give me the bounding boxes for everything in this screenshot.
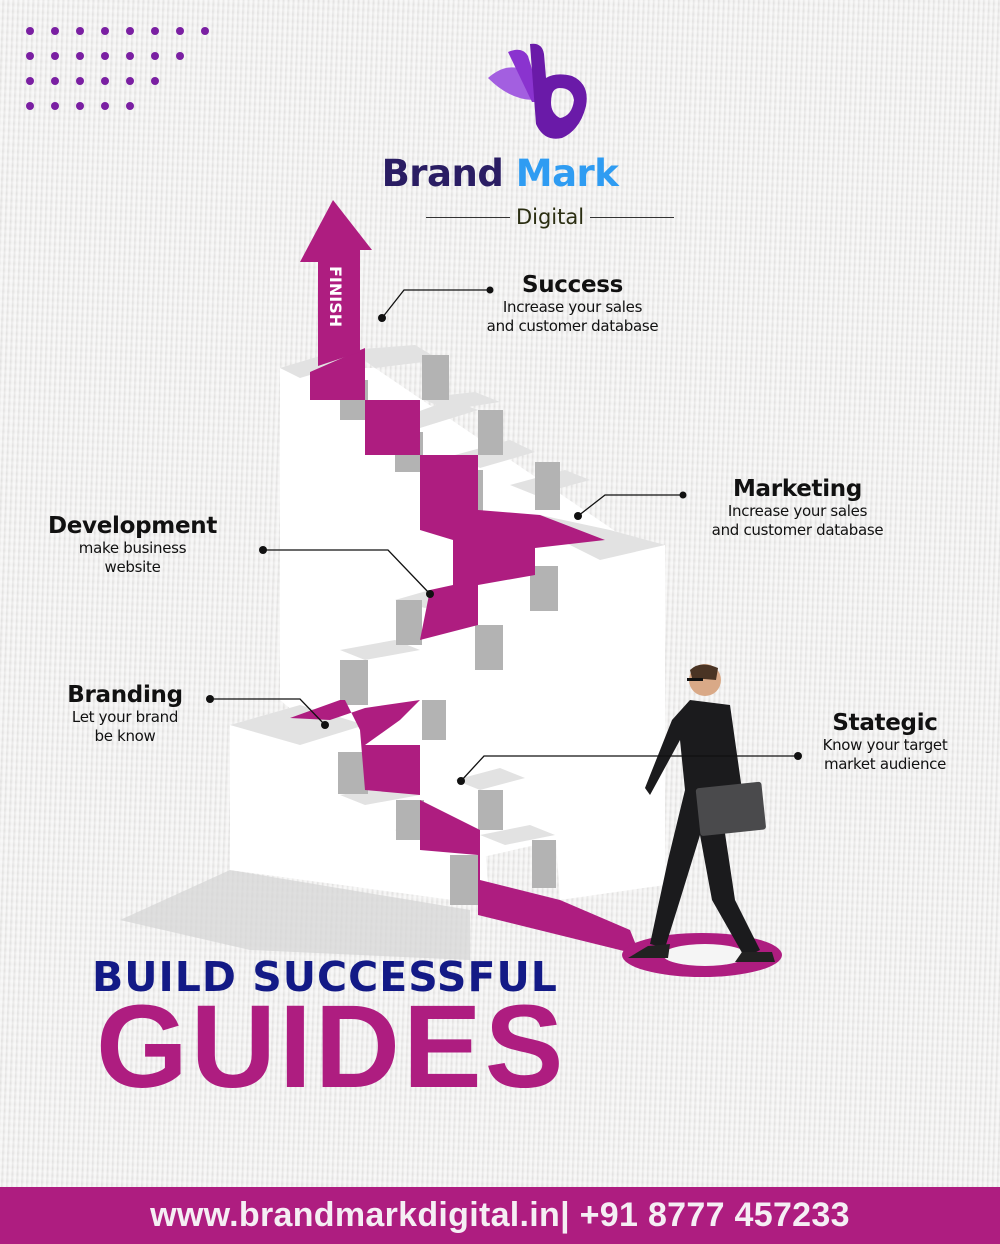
brand-subtitle-text: Digital [515, 205, 585, 229]
dot-icon [176, 52, 184, 60]
dot-icon [26, 52, 34, 60]
step-title: Branding [67, 682, 183, 708]
footer-contact[interactable]: www.brandmarkdigital.in| +91 8777 457233 [150, 1196, 850, 1234]
dot-icon [126, 52, 134, 60]
step-desc: and customer database [711, 521, 884, 539]
step-desc: Increase your sales [727, 502, 868, 520]
dot-icon [101, 102, 109, 110]
dot-icon [76, 77, 84, 85]
headline-line2: GUIDES [96, 981, 567, 1113]
headline-line1: BUILD SUCCESSFUL [92, 953, 558, 1001]
businessman-figure [628, 664, 775, 962]
dot-icon [126, 77, 134, 85]
dot-icon [151, 77, 159, 85]
dot-icon [51, 77, 59, 85]
dot-icon [76, 27, 84, 35]
step-label-branding: Branding Let your brand be know [50, 682, 200, 746]
brand-subtitle: Digital [426, 202, 675, 232]
leader-lines [210, 289, 798, 782]
dot-icon [26, 102, 34, 110]
dot-icon [26, 27, 34, 35]
step-title: Marketing [732, 476, 863, 502]
dot-icon [51, 27, 59, 35]
step-desc: website [104, 558, 161, 576]
dot-icon [51, 102, 59, 110]
dot-icon [76, 102, 84, 110]
step-desc: Let your brand [71, 708, 179, 726]
dot-icon [151, 52, 159, 60]
dot-icon [101, 77, 109, 85]
footer-bar: www.brandmarkdigital.in| +91 8777 457233 [0, 1187, 1000, 1244]
dot-icon [51, 52, 59, 60]
step-label-strategic: Stategic Know your target market audienc… [795, 710, 975, 774]
leader-dots [206, 286, 802, 785]
dot-icon [126, 27, 134, 35]
dot-icon [101, 27, 109, 35]
step-desc: Increase your sales [502, 298, 643, 316]
finish-arrow-label: FINISH [326, 266, 345, 327]
step-label-success: Success Increase your sales and customer… [450, 272, 695, 336]
step-desc: Know your target [822, 736, 948, 754]
step-title: Development [47, 513, 218, 539]
dot-icon [151, 27, 159, 35]
dot-icon [26, 77, 34, 85]
step-title: Stategic [832, 710, 938, 736]
dot-grid-decoration [26, 27, 226, 117]
dot-icon [176, 27, 184, 35]
brand-name-part2: Mark [515, 152, 619, 195]
dot-icon [101, 52, 109, 60]
step-label-development: Development make business website [30, 513, 235, 577]
brand-name: Brand Mark [0, 152, 1000, 195]
step-desc: make business [78, 539, 187, 557]
dot-icon [126, 102, 134, 110]
step-desc: and customer database [486, 317, 659, 335]
finish-arrow [300, 200, 372, 366]
brand-logo-icon [488, 43, 587, 139]
divider-line [590, 216, 675, 218]
step-title: Success [521, 272, 624, 298]
step-label-marketing: Marketing Increase your sales and custom… [675, 476, 920, 540]
divider-line [426, 216, 510, 218]
path-ribbon [290, 348, 640, 955]
dot-icon [201, 27, 209, 35]
step-desc: be know [94, 727, 156, 745]
lower-risers [338, 700, 556, 905]
dot-icon [76, 52, 84, 60]
brand-name-part1: Brand [381, 152, 504, 195]
step-desc: market audience [823, 755, 947, 773]
